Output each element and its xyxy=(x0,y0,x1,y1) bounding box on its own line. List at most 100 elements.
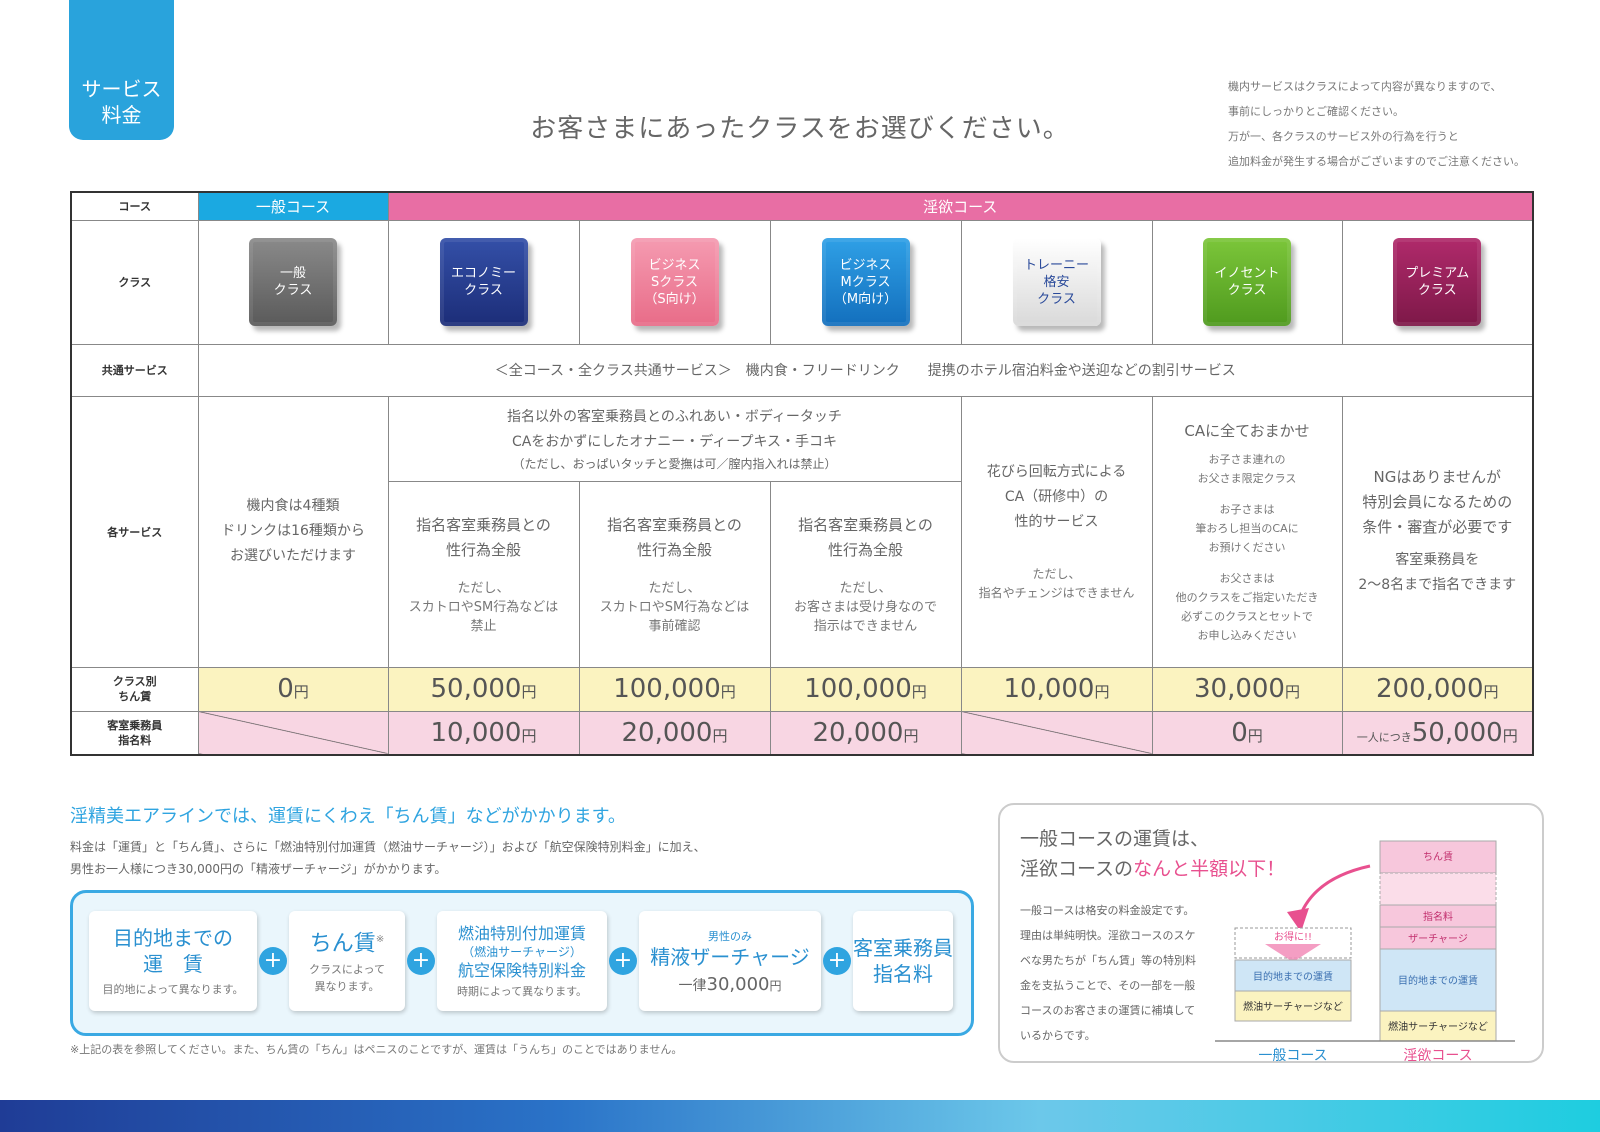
yen-unit: 円 xyxy=(769,978,782,993)
lust-chinchin-label: ちん賃 xyxy=(1423,850,1453,863)
fare-economy: 50,000円 xyxy=(387,666,580,712)
shared-line-1: 指名以外の客室乗務員とのふれあい・ボディータッチ xyxy=(507,408,842,425)
class-badge-business-s[interactable]: ビジネス Sクラス （S向け） xyxy=(630,238,719,326)
lust-fare-label: 目的地までの運賃 xyxy=(1398,974,1478,987)
note-line: 事前にしっかりとご確認ください。 xyxy=(1228,105,1404,118)
note-line: 機内サービスはクラスによって内容が異なりますので、 xyxy=(1228,80,1502,93)
service-trainee: 花びら回転方式による CA（研修中）の 性的サービス ただし、 指名やチェンジは… xyxy=(960,395,1153,668)
row-label-course: コース xyxy=(70,191,199,221)
caution-notes: 機内サービスはクラスによって内容が異なりますので、 事前にしっかりとご確認くださ… xyxy=(1228,74,1588,174)
row-label-class: クラス xyxy=(70,219,199,345)
page-headline: お客さまにあったクラスをお選びください。 xyxy=(530,114,1070,144)
panel-title: 一般コースの運賃は、 淫欲コースのなんと半額以下！ xyxy=(1020,824,1285,884)
fuel-title: 燃油特別付加運賃 xyxy=(457,923,586,943)
bizm-sub: ただし、 お客さまは受け身なので 指示はできません xyxy=(793,580,937,634)
course-lust: 淫欲コース xyxy=(387,191,1534,221)
yen-unit: 円 xyxy=(1284,683,1300,701)
service-fee-tab: サービス 料金 xyxy=(69,0,174,140)
plus-icon: + xyxy=(609,947,637,975)
chinchin-note: クラスによって 異なります。 xyxy=(309,963,385,994)
fare-value: 10,000 xyxy=(1003,674,1095,704)
general-fare-segment xyxy=(1234,959,1352,992)
fare-value: 200,000 xyxy=(1375,674,1484,704)
fuel-note: 時期によって異なります。 xyxy=(456,984,588,998)
fare-general: 0円 xyxy=(197,666,389,712)
class-badge-trainee[interactable]: トレーニー 格安 クラス xyxy=(1012,238,1101,326)
class-cell: プレミアム クラス xyxy=(1341,219,1534,345)
economy-sub: ただし、 スカトロやSM行為などは 禁止 xyxy=(408,580,559,634)
attendant-fee-title: 客室乗務員 指名料 xyxy=(853,936,953,986)
class-badge-innocent[interactable]: イノセント クラス xyxy=(1203,238,1291,326)
shared-line-3: （ただし、おっぱいタッチと愛撫は可／膣内指入れは禁止） xyxy=(512,456,837,471)
fare-value: 100,000 xyxy=(804,674,912,704)
general-fuel-segment xyxy=(1234,990,1352,1022)
bizs-sub: ただし、 スカトロやSM行為などは 事前確認 xyxy=(599,580,750,634)
chinchin-title: ちん賃※ xyxy=(310,927,384,957)
fee-prefix: 一人につき xyxy=(1356,730,1412,744)
yen-unit: 円 xyxy=(911,683,927,701)
base-fare-note: 目的地によって異なります。 xyxy=(102,982,244,996)
fee-value: 0 xyxy=(1231,717,1248,748)
class-badge-economy[interactable]: エコノミー クラス xyxy=(439,238,528,326)
lust-fare-segment xyxy=(1379,948,1497,1012)
fare-value: 50,000 xyxy=(430,674,522,704)
lust-fuel-segment xyxy=(1379,1010,1497,1042)
class-badge-premium[interactable]: プレミアム クラス xyxy=(1393,238,1482,326)
formula-attendant-fee: 客室乗務員 指名料 xyxy=(853,911,953,1011)
surcharge-description: 料金は「運賃」と「ちん賃」、さらに「燃油特別付加運賃（燃油サーチャージ）」および… xyxy=(70,836,706,880)
insurance-title: 航空保険特別料金 xyxy=(457,960,586,980)
fee-general-empty xyxy=(197,710,389,756)
premium-main: NGはありませんが 特別会員になるための 条件・審査が必要です xyxy=(1362,468,1513,536)
yen-unit: 円 xyxy=(712,726,728,745)
general-fare-label: 目的地までの運賃 xyxy=(1253,970,1333,983)
title-highlight: なんと半額以下！ xyxy=(1133,858,1286,880)
plus-icon: + xyxy=(407,947,435,975)
general-course-label: 一般コース xyxy=(1258,1048,1328,1064)
men-only-label: 男性のみ xyxy=(708,929,752,943)
yen-unit: 円 xyxy=(1502,726,1518,745)
fare-value: 30,000 xyxy=(1194,674,1285,704)
savings-label: お得に!! xyxy=(1274,931,1312,943)
innocent-sub-3: お父さまは 他のクラスをご指定いただき 必ずこのクラスとセットで お申し込みくだ… xyxy=(1175,571,1319,642)
formula-semen-surcharge: 男性のみ 精液ザーチャージ 一律30,000円 xyxy=(639,911,821,1011)
row-label-each: 各サービス xyxy=(70,395,199,668)
tab-label: サービス 料金 xyxy=(81,77,162,127)
fare-trainee: 10,000円 xyxy=(960,666,1153,712)
fare-formula: 目的地までの 運 賃 目的地によって異なります。 + ちん賃※ クラスによって … xyxy=(70,890,974,1036)
chinchin-label: ちん賃 xyxy=(309,931,376,957)
class-price-table: コース 一般コース 淫欲コース クラス 一般 クラス エコノミー クラス ビジネ… xyxy=(70,191,1535,756)
lust-course-label: 淫欲コース xyxy=(1403,1048,1473,1064)
down-arrow-icon xyxy=(1265,944,1321,962)
premium-sub: 客室乗務員を 2〜8名まで指名できます xyxy=(1358,552,1517,593)
fare-value: 100,000 xyxy=(613,674,721,704)
bizm-main: 指名客室乗務員との 性行為全般 xyxy=(798,515,933,559)
base-fare-title: 目的地までの 運 賃 xyxy=(113,925,233,976)
fee-premium: 一人につき50,000円 xyxy=(1341,710,1534,756)
class-cell: エコノミー クラス xyxy=(387,219,580,345)
footer-gradient-bar xyxy=(0,1100,1600,1132)
panel-description: 一般コースは格安の料金設定です。理由は単純明快。淫欲コースのスケベな男たちが「ち… xyxy=(1020,904,1196,1042)
fee-business-m: 20,000円 xyxy=(769,710,962,756)
surcharge-lead: 淫精美エアラインでは、運賃にくわえ「ちん賃」などがかかります。 xyxy=(70,806,626,827)
shared-line-2: CAをおかずにしたオナニー・ディープキス・手コキ xyxy=(511,433,838,450)
yen-unit: 円 xyxy=(1483,683,1499,701)
bizs-main: 指名客室乗務員との 性行為全般 xyxy=(607,515,742,559)
note-line: 万が一、各クラスのサービス外の行為を行うと xyxy=(1228,130,1459,143)
class-badge-general[interactable]: 一般 クラス xyxy=(249,238,337,326)
semen-price: 一律30,000円 xyxy=(679,974,782,995)
general-fuel-label: 燃油サーチャージなど xyxy=(1243,1000,1343,1013)
price-value: 30,000 xyxy=(706,973,770,995)
lust-surcharge-label: ザーチャージ xyxy=(1408,933,1468,945)
panel-title-line-1: 一般コースの運賃は、 xyxy=(1020,828,1210,850)
note-line: 追加料金が発生する場合がございますのでご注意ください。 xyxy=(1228,155,1525,168)
yen-unit: 円 xyxy=(1094,683,1110,701)
fee-trainee-empty xyxy=(960,710,1153,756)
semen-title: 精液ザーチャージ xyxy=(650,944,810,969)
trainee-main: 花びら回転方式による CA（研修中）の 性的サービス xyxy=(986,464,1127,530)
lust-chinchin-segment xyxy=(1379,840,1497,874)
class-cell: ビジネス Sクラス （S向け） xyxy=(578,219,771,345)
class-badge-business-m[interactable]: ビジネス Mクラス （M向け） xyxy=(821,238,910,326)
fee-value: 10,000 xyxy=(430,717,522,748)
class-cell: イノセント クラス xyxy=(1151,219,1343,345)
arrow-icon xyxy=(1298,864,1371,917)
